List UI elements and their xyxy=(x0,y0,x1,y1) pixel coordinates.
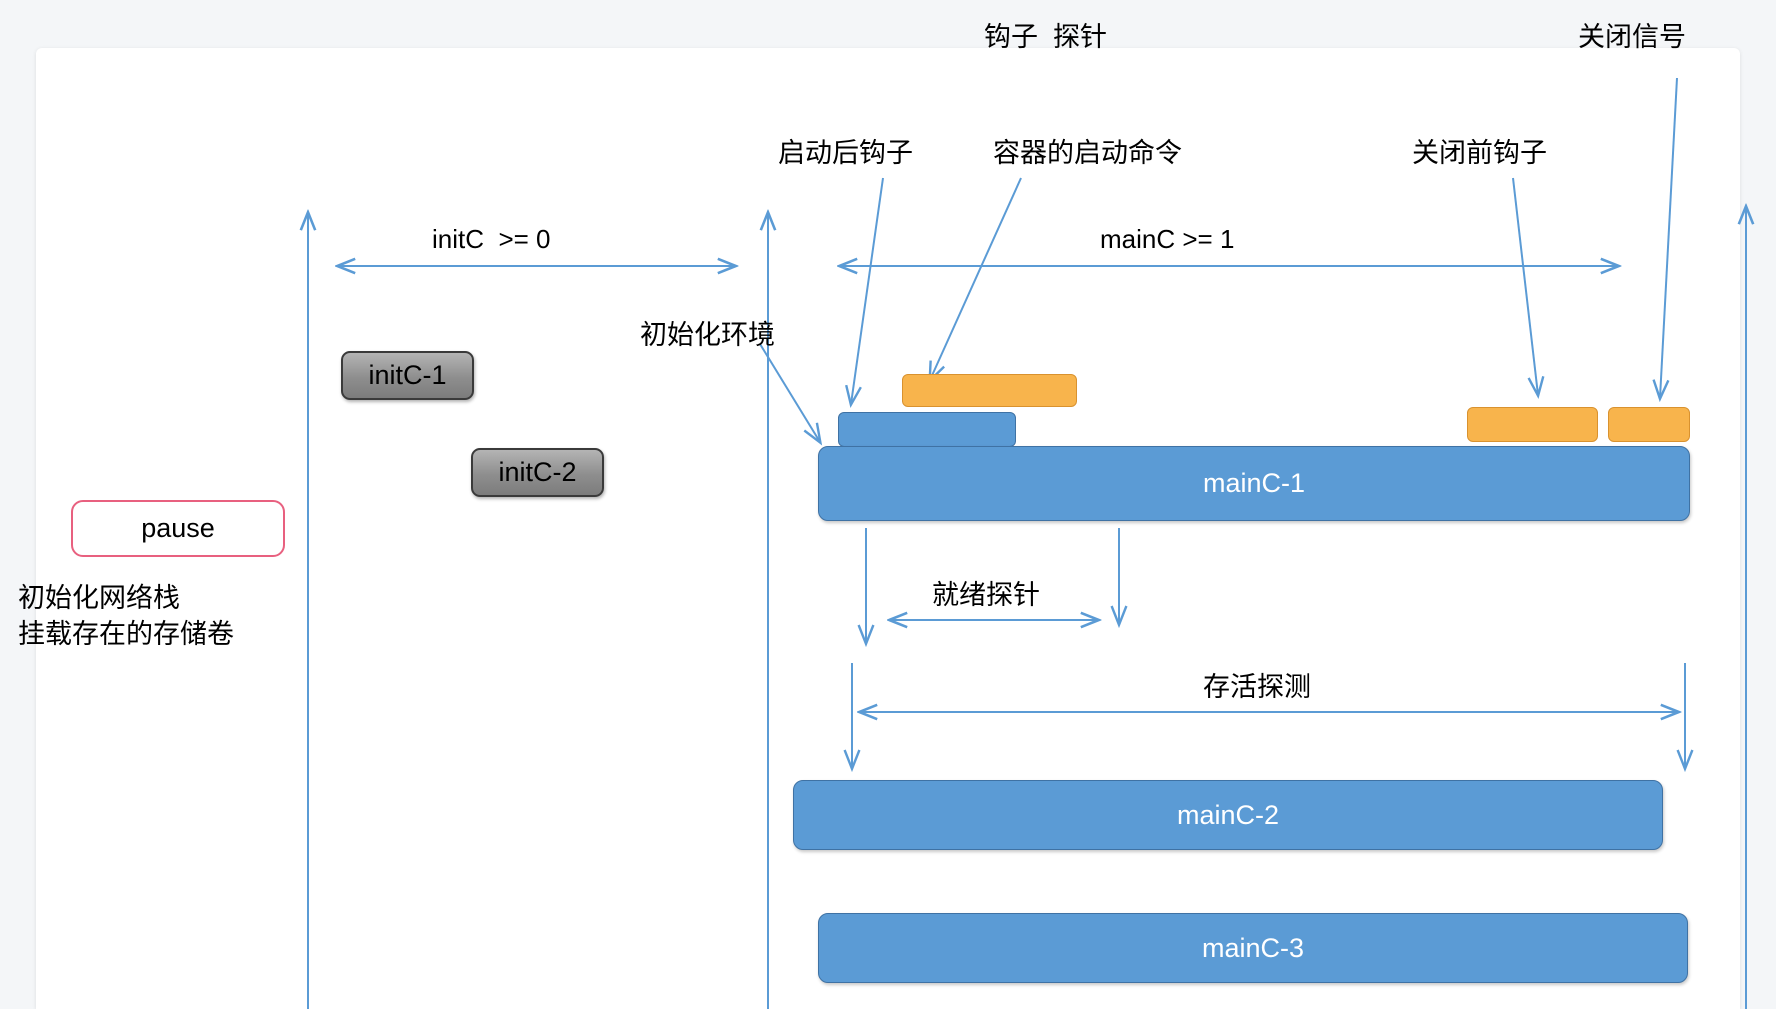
label-post-start-hook: 启动后钩子 xyxy=(778,138,913,168)
bar-post-start-hook[interactable] xyxy=(838,412,1016,447)
label-range-mainc: mainC >= 1 xyxy=(1100,224,1235,254)
note-mount-volumes: 挂载存在的存储卷 xyxy=(18,619,234,649)
node-initc-1[interactable]: initC-1 xyxy=(341,351,474,400)
label-readiness-probe: 就绪探针 xyxy=(932,580,1040,610)
diagram-canvas xyxy=(36,48,1740,1009)
label-liveness-probe: 存活探测 xyxy=(1203,672,1311,702)
node-pause[interactable]: pause xyxy=(71,500,285,557)
node-mainc-1[interactable]: mainC-1 xyxy=(818,446,1690,521)
node-initc-2[interactable]: initC-2 xyxy=(471,448,604,497)
bar-stop-signal[interactable] xyxy=(1608,407,1690,442)
bar-pre-stop-hook[interactable] xyxy=(1467,407,1598,442)
node-mainc-3[interactable]: mainC-3 xyxy=(818,913,1688,983)
label-range-initc: initC >= 0 xyxy=(432,224,551,254)
label-pre-stop-hook: 关闭前钩子 xyxy=(1412,138,1547,168)
diagram-title-top: 钩子 探针 xyxy=(984,22,1108,52)
bar-container-start-cmd[interactable] xyxy=(902,374,1077,407)
note-init-network-stack: 初始化网络栈 xyxy=(18,583,180,613)
label-stop-signal: 关闭信号 xyxy=(1578,22,1686,52)
label-container-start-cmd: 容器的启动命令 xyxy=(993,138,1182,168)
label-init-env: 初始化环境 xyxy=(640,320,775,350)
node-mainc-2[interactable]: mainC-2 xyxy=(793,780,1663,850)
